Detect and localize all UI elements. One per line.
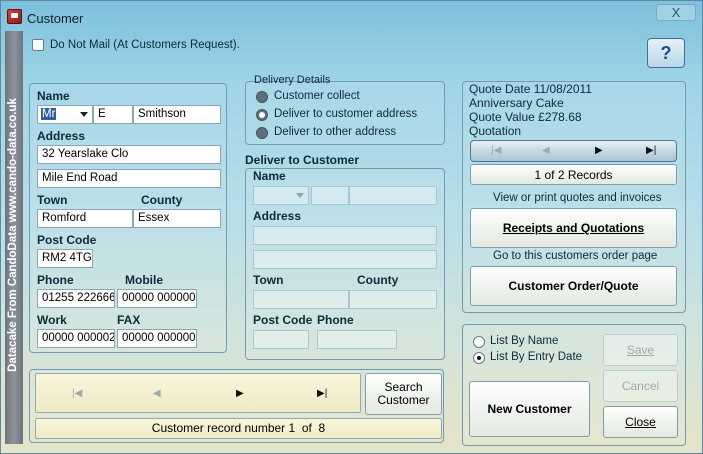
delivery-initial-field[interactable] [311, 186, 349, 205]
quote-date: Quote Date 11/08/2011 [469, 82, 592, 96]
fax-label: FAX [117, 313, 141, 327]
previous-customer-icon[interactable]: ◀ [153, 388, 161, 399]
postcode-field[interactable]: RM2 4TG [37, 249, 93, 268]
last-customer-icon[interactable]: ▶| [317, 388, 328, 399]
title-value: Mr [41, 108, 57, 120]
postcode-label: Post Code [37, 233, 97, 247]
close-button[interactable]: Close [603, 406, 678, 438]
delivery-address-label: Address [253, 209, 302, 223]
delivery-postcode-field[interactable] [253, 330, 309, 349]
quote-records-counter: 1 of 2 Records [470, 164, 677, 185]
quote-navigator: |◀ ◀ ▶ ▶| [470, 140, 677, 162]
customer-record-navigator: |◀ ◀ ▶ ▶| [35, 373, 361, 413]
delivery-options-group [245, 81, 445, 145]
receipts-quotations-button[interactable]: Receipts and Quotations [470, 208, 677, 248]
close-label: Close [625, 415, 656, 429]
customer-collect-label: Customer collect [274, 90, 360, 102]
radio-customer-collect[interactable] [256, 91, 268, 103]
deliver-other-address-label: Deliver to other address [274, 126, 397, 138]
work-label: Work [37, 313, 67, 327]
phone-label: Phone [37, 273, 74, 287]
county-field[interactable]: Essex [133, 209, 221, 228]
search-customer-button[interactable]: Search Customer [365, 373, 442, 415]
radio-list-by-name[interactable] [473, 336, 485, 348]
chevron-down-icon [80, 112, 88, 117]
new-customer-label: New Customer [487, 402, 572, 416]
initial-field[interactable]: E [93, 105, 133, 124]
title-select[interactable]: Mr [37, 105, 93, 124]
town-label: Town [37, 193, 68, 207]
do-not-mail-label: Do Not Mail (At Customers Request). [50, 39, 240, 51]
delivery-phone-label: Phone [317, 313, 354, 327]
delivery-town-field[interactable] [253, 290, 349, 309]
chevron-down-icon [296, 193, 304, 198]
quote-type: Quotation [469, 124, 522, 138]
town-field[interactable]: Romford [37, 209, 133, 228]
sidebar-banner-text: Datacake From CandoData www.cando-data.c… [7, 98, 19, 372]
address-line1-field[interactable]: 32 Yearslake Clo [37, 145, 221, 164]
list-by-name-label: List By Name [490, 335, 559, 347]
delivery-title-select[interactable] [253, 186, 309, 205]
customer-record-status: Customer record number 1 of 8 [35, 418, 442, 439]
surname-field[interactable]: Smithson [133, 105, 221, 124]
delivery-postcode-label: Post Code [253, 313, 313, 327]
sidebar-banner: Datacake From CandoData www.cando-data.c… [5, 31, 23, 444]
delivery-address1-field[interactable] [253, 226, 437, 245]
phone-field[interactable]: 01255 222666 [37, 289, 115, 308]
delivery-county-field[interactable] [349, 290, 437, 309]
next-customer-icon[interactable]: ▶ [236, 388, 244, 399]
radio-deliver-other-address[interactable] [256, 127, 268, 139]
delivery-address2-field[interactable] [253, 250, 437, 269]
record-status-text: Customer record number 1 of 8 [151, 421, 326, 435]
radio-deliver-customer-address[interactable] [256, 109, 268, 121]
delivery-phone-field[interactable] [317, 330, 397, 349]
search-customer-label: Search Customer [377, 380, 430, 407]
quote-value: Quote Value £278.68 [469, 110, 582, 124]
do-not-mail-checkbox[interactable] [32, 39, 44, 51]
window-title: Customer [27, 11, 84, 26]
fax-field[interactable]: 00000 000000 [117, 329, 197, 348]
deliver-to-customer-heading: Deliver to Customer [245, 153, 360, 167]
title-bar: Customer X [1, 1, 702, 31]
cancel-label: Cancel [621, 379, 660, 393]
county-label: County [141, 193, 183, 207]
delivery-town-label: Town [253, 273, 284, 287]
delivery-surname-field[interactable] [349, 186, 437, 205]
mobile-label: Mobile [125, 273, 163, 287]
save-label: Save [626, 343, 655, 357]
first-customer-icon[interactable]: |◀ [72, 388, 83, 399]
cancel-button[interactable]: Cancel [603, 370, 678, 402]
name-label: Name [37, 89, 70, 103]
next-record-icon[interactable]: ▶ [595, 145, 603, 156]
view-print-text: View or print quotes and invoices [493, 192, 662, 204]
address-line2-field[interactable]: Mile End Road [37, 169, 221, 188]
work-field[interactable]: 00000 000002 [37, 329, 115, 348]
first-record-icon[interactable]: |◀ [491, 145, 502, 156]
delivery-address-panel [245, 168, 445, 360]
deliver-customer-address-label: Deliver to customer address [274, 108, 418, 120]
delivery-group-label: Delivery Details [254, 74, 331, 86]
radio-list-by-entry-date[interactable] [473, 352, 485, 364]
help-button[interactable]: ? [647, 38, 685, 68]
delivery-name-label: Name [253, 169, 286, 183]
new-customer-button[interactable]: New Customer [469, 381, 590, 437]
list-by-entry-date-label: List By Entry Date [490, 351, 583, 363]
receipts-quotations-label: Receipts and Quotations [502, 221, 645, 235]
quote-description: Anniversary Cake [469, 96, 564, 110]
app-icon [7, 9, 22, 24]
mobile-field[interactable]: 00000 000000 [117, 289, 197, 308]
goto-order-text: Go to this customers order page [493, 250, 658, 262]
close-window-button[interactable]: X [656, 4, 696, 21]
delivery-county-label: County [357, 273, 399, 287]
previous-record-icon[interactable]: ◀ [542, 145, 550, 156]
save-button[interactable]: Save [603, 334, 678, 366]
customer-order-quote-label: Customer Order/Quote [508, 279, 639, 293]
address-label: Address [37, 129, 86, 143]
customer-order-quote-button[interactable]: Customer Order/Quote [470, 266, 677, 306]
last-record-icon[interactable]: ▶| [646, 145, 657, 156]
